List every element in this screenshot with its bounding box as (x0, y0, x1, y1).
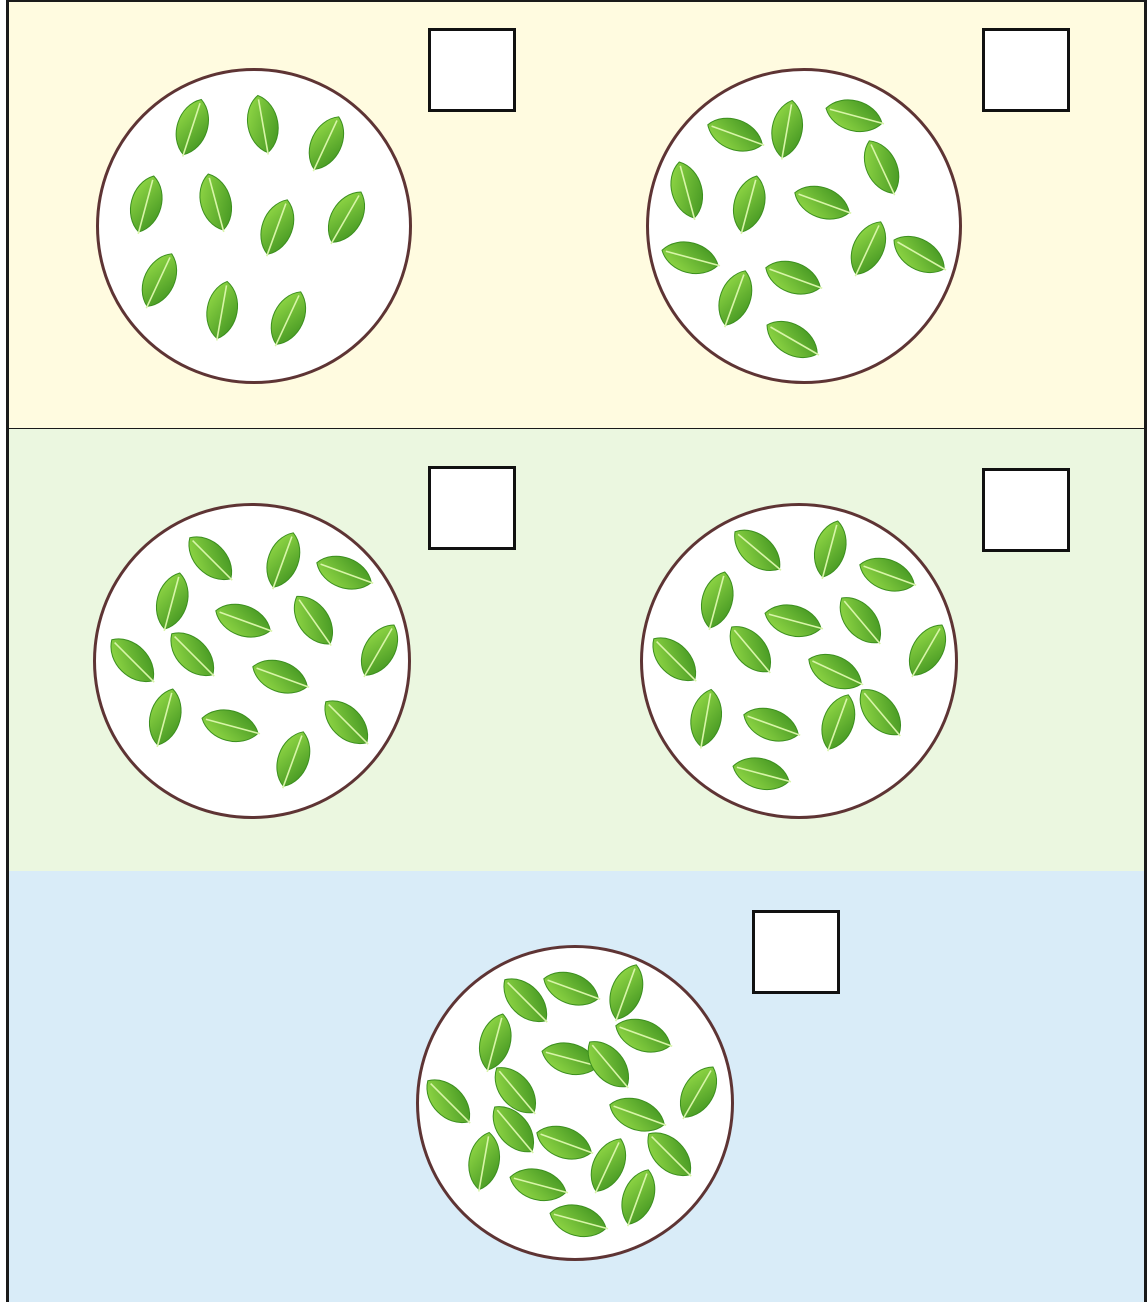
leaf-icon (262, 285, 315, 352)
leaf-icon (168, 95, 215, 161)
leaf-icon (665, 158, 710, 224)
leaf-icon (143, 685, 188, 751)
leaf-icon (417, 1070, 481, 1134)
leaf-icon (729, 752, 795, 797)
leaf-icon (285, 588, 344, 654)
leaf-icon (202, 279, 242, 343)
leaf-group-circle (93, 503, 411, 819)
answer-box[interactable] (428, 466, 516, 550)
leaf-icon (761, 254, 828, 303)
leaf-icon (761, 599, 827, 644)
leaf-icon (856, 134, 909, 201)
leaf-icon (133, 247, 186, 314)
leaf-group-circle (96, 68, 412, 384)
leaf-icon (703, 111, 770, 160)
leaf-icon (351, 618, 407, 685)
leaf-icon (124, 172, 169, 238)
leaf-icon (842, 215, 895, 282)
leaf-icon (760, 312, 827, 368)
leaf-icon (539, 965, 606, 1014)
answer-box[interactable] (982, 28, 1070, 112)
leaf-icon (269, 727, 318, 794)
leaf-icon (899, 618, 955, 685)
leaf-icon (194, 170, 239, 236)
leaf-icon (300, 110, 353, 177)
leaf-icon (670, 1060, 726, 1127)
leaf-icon (727, 172, 772, 238)
leaf-icon (211, 597, 278, 646)
leaf-icon (312, 549, 379, 598)
leaf-icon (711, 266, 760, 333)
leaf-icon (161, 623, 225, 687)
leaf-cluster (96, 68, 412, 384)
leaf-cluster (93, 503, 411, 819)
leaf-icon (150, 569, 195, 635)
leaf-group-circle (646, 68, 962, 384)
leaf-icon (725, 520, 790, 582)
leaf-icon (605, 1091, 672, 1140)
leaf-icon (473, 1010, 518, 1076)
leaf-icon (243, 93, 283, 157)
leaf-icon (179, 527, 243, 591)
leaf-icon (318, 185, 374, 252)
leaf-icon (850, 680, 912, 745)
leaf-group-circle (416, 945, 734, 1261)
answer-box[interactable] (752, 910, 840, 994)
leaf-icon (855, 551, 922, 600)
leaf-icon (720, 617, 782, 682)
leaf-icon (248, 653, 315, 702)
leaf-group-circle (640, 503, 958, 819)
leaf-icon (198, 704, 264, 749)
leaf-cluster (646, 68, 962, 384)
leaf-icon (614, 1165, 663, 1232)
leaf-icon (695, 568, 740, 634)
leaf-icon (822, 94, 888, 139)
leaf-icon (643, 628, 707, 692)
leaf-icon (464, 1130, 504, 1194)
leaf-icon (315, 691, 379, 755)
answer-box[interactable] (982, 468, 1070, 552)
leaf-icon (767, 98, 807, 162)
leaf-icon (887, 227, 954, 283)
leaf-icon (802, 646, 869, 699)
leaf-cluster (416, 945, 734, 1261)
leaf-icon (611, 1012, 678, 1061)
leaf-icon (532, 1119, 599, 1168)
leaf-icon (259, 528, 308, 595)
leaf-icon (686, 687, 726, 751)
leaf-cluster (640, 503, 958, 819)
answer-box[interactable] (428, 28, 516, 112)
leaf-icon (808, 517, 853, 583)
leaf-icon (814, 690, 863, 757)
leaf-icon (739, 701, 806, 750)
leaf-icon (506, 1163, 572, 1208)
leaf-icon (101, 629, 165, 693)
leaf-icon (602, 960, 651, 1027)
leaf-icon (658, 236, 724, 281)
leaf-icon (546, 1199, 612, 1244)
leaf-icon (790, 179, 857, 228)
leaf-icon (830, 588, 892, 653)
leaf-icon (253, 195, 302, 262)
